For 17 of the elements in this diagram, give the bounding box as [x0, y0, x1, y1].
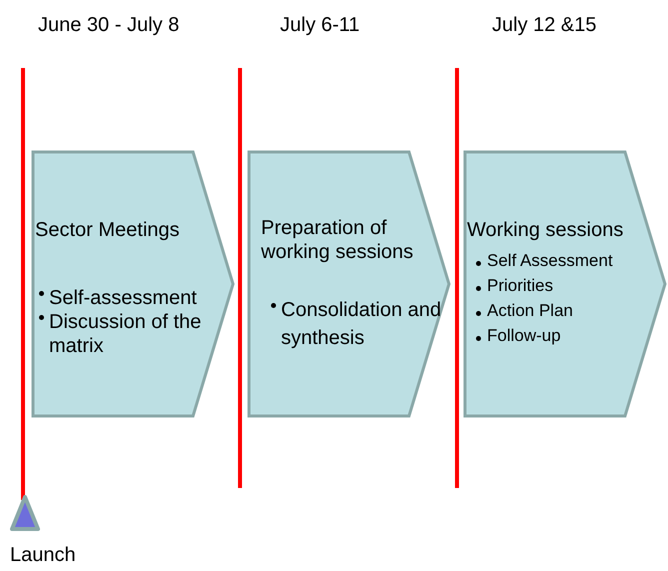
stage-title: Working sessions: [467, 218, 624, 242]
date-label: July 6-11: [280, 14, 360, 37]
bullet-item: Follow-up: [487, 325, 562, 347]
stage-title: Preparation of working sessions: [261, 216, 414, 264]
bullet-item: Consolidation and synthesis: [281, 298, 442, 351]
stage-title: Sector Meetings: [35, 218, 181, 242]
date-label: July 12 &15: [492, 14, 597, 37]
bullet-item: Self-assessment: [49, 286, 198, 310]
bullet-item: Priorities: [487, 275, 554, 297]
chevron-box: [247, 150, 453, 418]
launch-label: Launch: [10, 544, 76, 567]
bullet-item: Action Plan: [487, 300, 574, 322]
bullet-item: Self Assessment: [487, 250, 614, 272]
bullet-item: Discussion of the matrix: [49, 310, 202, 358]
chevron-box: [463, 150, 668, 418]
date-label: June 30 - July 8: [38, 14, 180, 37]
chevron-box: [31, 150, 237, 418]
